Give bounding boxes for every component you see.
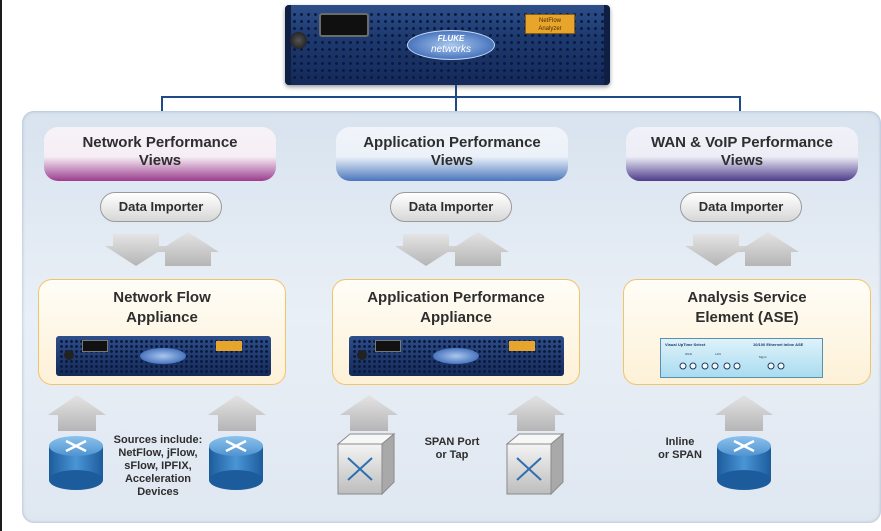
appliance-title-line1: Network Flow [113, 289, 211, 306]
up-arrow-icon [340, 395, 398, 431]
view-title-line1: WAN & VoIP Performance [651, 134, 833, 151]
view-title-line2: Views [430, 152, 474, 169]
importer-arrows-wan [685, 232, 799, 266]
application-performance-appliance-device [349, 336, 564, 376]
fluke-logo-badge [140, 348, 186, 364]
data-importer-network: Data Importer [100, 192, 222, 222]
fluke-logo-badge: FLUKE networks [407, 30, 495, 60]
view-title-line2: Views [138, 152, 182, 169]
up-arrow-icon [507, 395, 565, 431]
view-title-line1: Network Performance [82, 134, 238, 151]
lock-icon [64, 350, 74, 360]
connector-stem [455, 85, 457, 97]
connector-bus [161, 96, 741, 98]
ase-port-leds [679, 362, 785, 370]
logo-brand-text: FLUKE [437, 34, 465, 43]
source-line: sFlow, IPFIX, [124, 460, 192, 472]
source-line: Acceleration [124, 473, 192, 485]
port-icon [723, 362, 731, 370]
ase-group-wan: WAN [685, 352, 692, 356]
network-performance-views: Network Performance Views [44, 127, 276, 181]
left-frame-border [0, 0, 2, 531]
up-arrow-icon [715, 395, 773, 431]
appliance-title-line1: Analysis Service [687, 289, 807, 306]
down-arrow-icon [685, 234, 747, 266]
down-arrow-icon [105, 234, 167, 266]
appliance-drive-slot [319, 13, 369, 37]
view-title-line2: Views [720, 152, 764, 169]
model-label-line1: NetFlow [538, 18, 561, 24]
data-importer-wan: Data Importer [680, 192, 802, 222]
ase-group-mgmt: Mgmt [759, 355, 767, 359]
importer-arrows-application [395, 232, 509, 266]
up-arrow-icon [737, 232, 799, 266]
source-line: NetFlow, jFlow, [118, 447, 198, 459]
ase-right-label: 10/100 Ethernet Inline ASE [753, 342, 804, 347]
appliance-title-line2: Appliance [126, 309, 198, 326]
source-line: Devices [137, 486, 179, 498]
appliance-title-line2: Appliance [420, 309, 492, 326]
up-arrow-icon [208, 395, 266, 431]
device-drive-slot [375, 340, 401, 352]
data-importer-application: Data Importer [390, 192, 512, 222]
source-line: SPAN Port [424, 436, 480, 448]
port-icon [711, 362, 719, 370]
router-icon [49, 436, 103, 490]
connector-drop-right [739, 96, 741, 111]
device-model-label [509, 341, 535, 351]
source-line: Sources include: [113, 434, 203, 446]
importer-arrows-network [105, 232, 219, 266]
application-performance-views: Application Performance Views [336, 127, 568, 181]
up-arrow-icon [157, 232, 219, 266]
network-flow-appliance-device [56, 336, 271, 376]
logo-sub-text: networks [430, 44, 471, 55]
port-icon [767, 362, 775, 370]
sources-wan-label: Inline or SPAN [650, 436, 710, 462]
port-icon [689, 362, 697, 370]
switch-icon [505, 432, 565, 496]
lock-icon [357, 350, 367, 360]
appliance-left-handle [285, 5, 291, 85]
ase-group-lan: LAN [715, 352, 721, 356]
appliance-model-label: NetFlow Analyzer [525, 14, 575, 34]
connector-drop-center [455, 96, 457, 111]
switch-icon [336, 432, 396, 496]
source-line: or SPAN [658, 449, 702, 461]
device-drive-slot [82, 340, 108, 352]
appliance-right-handle [604, 5, 610, 85]
connector-drop-left [161, 96, 163, 111]
appliance-title-line2: Element (ASE) [695, 309, 799, 326]
port-icon [701, 362, 709, 370]
lock-icon [290, 32, 307, 49]
wan-voip-performance-views: WAN & VoIP Performance Views [626, 127, 858, 181]
fluke-logo-badge [433, 348, 479, 364]
sources-application-label: SPAN Port or Tap [412, 436, 492, 462]
port-icon [777, 362, 785, 370]
source-line: Inline [665, 436, 695, 448]
source-line: or Tap [435, 449, 469, 461]
model-label-line2: Analyzer [538, 26, 562, 32]
port-icon [733, 362, 741, 370]
up-arrow-icon [447, 232, 509, 266]
up-arrow-icon [48, 395, 106, 431]
router-icon [209, 436, 263, 490]
port-icon [679, 362, 687, 370]
appliance-title-line1: Application Performance [367, 289, 545, 306]
device-model-label [216, 341, 242, 351]
down-arrow-icon [395, 234, 457, 266]
view-title-line1: Application Performance [363, 134, 541, 151]
ase-left-label: Visual UpTime Select [665, 342, 706, 347]
router-icon [717, 436, 771, 490]
sources-network-label: Sources include: NetFlow, jFlow, sFlow, … [110, 434, 206, 499]
ase-device: Visual UpTime Select 10/100 Ethernet Inl… [660, 338, 823, 378]
top-server-appliance: FLUKE networks NetFlow Analyzer [285, 5, 610, 85]
